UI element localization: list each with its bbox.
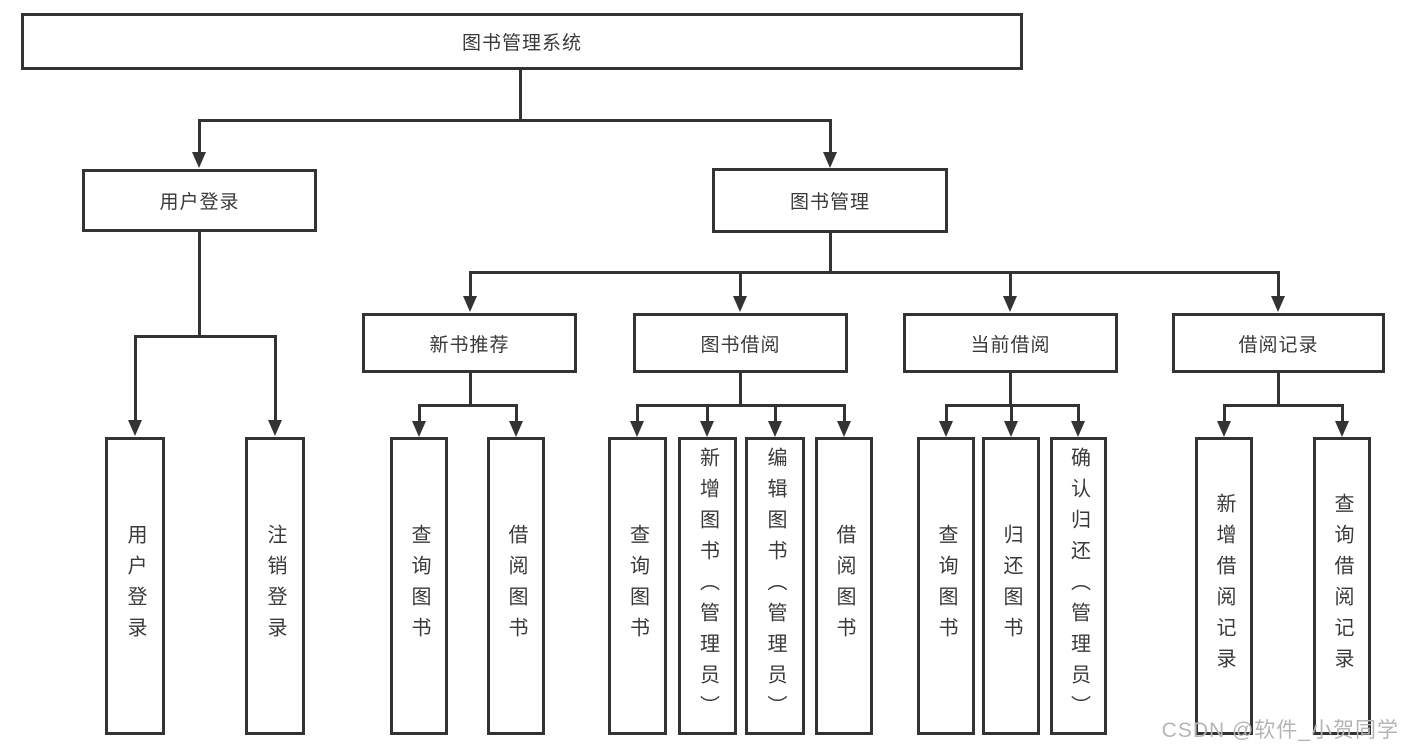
leaf-user-login-label: 用户登录 xyxy=(124,524,146,648)
arrow-down-icon xyxy=(1335,421,1349,437)
connector-vline xyxy=(774,404,777,422)
connector-vline xyxy=(515,404,518,422)
connector-vline xyxy=(829,233,832,272)
leaf-confirm-return-admin: 确认归还（管理员） xyxy=(1050,437,1107,735)
connector-vline xyxy=(198,232,201,336)
connector-vline xyxy=(1277,271,1280,297)
leaf-edit-book-admin: 编辑图书（管理员） xyxy=(745,437,805,735)
connector-vline xyxy=(1277,373,1280,405)
leaf-query-borrow-record-label: 查询借阅记录 xyxy=(1331,493,1353,679)
connector-hline xyxy=(469,271,1280,274)
arrow-down-icon xyxy=(1071,421,1085,437)
connector-hline xyxy=(636,404,845,407)
connector-vline xyxy=(418,404,421,422)
connector-vline xyxy=(469,373,472,405)
connector-vline xyxy=(706,404,709,422)
leaf-add-book-admin-label: 新增图书（管理员） xyxy=(696,446,719,726)
node-root-label: 图书管理系统 xyxy=(461,33,582,54)
connector-hline xyxy=(1223,404,1343,407)
connector-hline xyxy=(418,404,517,407)
node-book-management-label: 图书管理 xyxy=(789,192,870,213)
node-borrow-records: 借阅记录 xyxy=(1172,313,1385,373)
leaf-add-borrow-record-label: 新增借阅记录 xyxy=(1213,493,1235,679)
leaf-query-books-borrow-label: 查询图书 xyxy=(626,524,649,648)
leaf-query-books-borrow: 查询图书 xyxy=(608,437,667,735)
connector-vline xyxy=(1009,373,1012,405)
arrow-down-icon xyxy=(768,421,782,437)
leaf-confirm-return-admin-label: 确认归还（管理员） xyxy=(1067,446,1090,726)
leaf-query-borrow-record: 查询借阅记录 xyxy=(1313,437,1371,735)
node-user-login: 用户登录 xyxy=(82,169,317,232)
arrow-down-icon xyxy=(939,421,953,437)
leaf-borrow-books-label: 借阅图书 xyxy=(833,524,855,648)
leaf-query-books-current-label: 查询图书 xyxy=(935,524,957,648)
leaf-query-books-current: 查询图书 xyxy=(917,437,975,735)
connector-hline xyxy=(198,119,832,122)
connector-vline xyxy=(1077,404,1080,422)
leaf-user-login: 用户登录 xyxy=(105,437,165,735)
connector-vline xyxy=(829,119,832,153)
leaf-logout: 注销登录 xyxy=(245,437,305,735)
leaf-borrow-books: 借阅图书 xyxy=(815,437,873,735)
arrow-down-icon xyxy=(823,152,837,168)
connector-vline xyxy=(519,70,522,120)
node-user-login-label: 用户登录 xyxy=(159,192,240,213)
leaf-add-book-admin: 新增图书（管理员） xyxy=(678,437,737,735)
arrow-down-icon xyxy=(837,421,851,437)
node-current-borrow-label: 当前借阅 xyxy=(970,334,1051,356)
node-borrow-records-label: 借阅记录 xyxy=(1238,334,1319,356)
leaf-add-borrow-record: 新增借阅记录 xyxy=(1195,437,1253,735)
arrow-down-icon xyxy=(509,421,523,437)
node-current-borrow: 当前借阅 xyxy=(903,313,1118,373)
connector-vline xyxy=(739,373,742,405)
connector-vline xyxy=(945,404,948,422)
arrow-down-icon xyxy=(1217,421,1231,437)
arrow-down-icon xyxy=(700,421,714,437)
arrow-down-icon xyxy=(463,296,477,312)
connector-vline xyxy=(1341,404,1344,422)
arrow-down-icon xyxy=(1271,296,1285,312)
connector-vline xyxy=(198,119,201,153)
connector-vline xyxy=(1010,404,1013,422)
connector-vline xyxy=(843,404,846,422)
node-root: 图书管理系统 xyxy=(21,13,1023,70)
leaf-borrow-books-recommend-label: 借阅图书 xyxy=(505,524,527,648)
arrow-down-icon xyxy=(128,420,142,436)
connector-vline xyxy=(739,271,742,297)
arrow-down-icon xyxy=(268,420,282,436)
node-new-book-recommend: 新书推荐 xyxy=(362,313,577,373)
leaf-edit-book-admin-label: 编辑图书（管理员） xyxy=(764,446,786,726)
arrow-down-icon xyxy=(630,421,644,437)
csdn-watermark: CSDN @软件_小贺同学 xyxy=(1161,719,1399,742)
leaf-logout-label: 注销登录 xyxy=(264,524,286,648)
arrow-down-icon xyxy=(412,421,426,437)
leaf-borrow-books-recommend: 借阅图书 xyxy=(487,437,545,735)
connector-vline xyxy=(1223,404,1226,422)
leaf-return-books-label: 归还图书 xyxy=(1000,524,1022,648)
arrow-down-icon xyxy=(1004,421,1018,437)
connector-vline xyxy=(274,335,277,421)
connector-vline xyxy=(1009,271,1012,297)
arrow-down-icon xyxy=(733,296,747,312)
leaf-query-books-recommend: 查询图书 xyxy=(390,437,448,735)
connector-hline xyxy=(134,335,277,338)
connector-vline xyxy=(469,271,472,297)
node-book-borrow-label: 图书借阅 xyxy=(700,334,781,356)
node-new-book-recommend-label: 新书推荐 xyxy=(429,334,510,356)
node-book-management: 图书管理 xyxy=(712,168,948,233)
arrow-down-icon xyxy=(192,152,206,168)
connector-vline xyxy=(134,335,137,421)
arrow-down-icon xyxy=(1003,296,1017,312)
node-book-borrow: 图书借阅 xyxy=(633,313,848,373)
leaf-query-books-recommend-label: 查询图书 xyxy=(408,524,430,648)
connector-vline xyxy=(636,404,639,422)
leaf-return-books: 归还图书 xyxy=(982,437,1040,735)
